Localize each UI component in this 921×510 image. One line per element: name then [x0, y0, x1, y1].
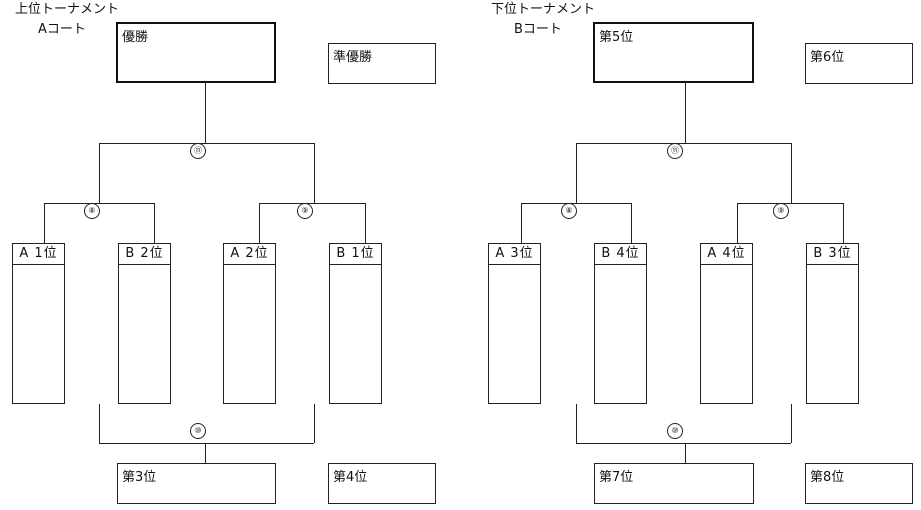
upper-team-name: A 2位 [224, 244, 275, 265]
lower-match-third-number: ⑩ [667, 423, 683, 439]
upper-semi-right-bar [259, 203, 365, 204]
lower-match-semi-right-number: ⑨ [773, 203, 789, 219]
lower-third-left-rise [576, 404, 577, 443]
lower-match-final-number: ⑪ [667, 143, 683, 159]
upper-runner-up-label: 準優勝 [333, 50, 373, 65]
upper-team-name: B 2位 [119, 244, 170, 265]
lower-semi-left-drop-a [521, 203, 522, 243]
lower-eighth-box: 第8位 [805, 463, 913, 504]
upper-third-bar [99, 443, 314, 444]
lower-third-stem [685, 443, 686, 463]
upper-final-stem [205, 83, 206, 143]
upper-match-semi-right-number: ⑨ [297, 203, 313, 219]
upper-semi-left-drop-a [44, 203, 45, 243]
upper-match-semi-left-number: ⑧ [84, 203, 100, 219]
lower-semi-right-drop-b [843, 203, 844, 243]
lower-semi-right-bar [737, 203, 843, 204]
lower-team-slot: A 3位 [488, 243, 541, 404]
upper-tournament-title: 上位トーナメント [15, 2, 120, 17]
upper-final-left-drop [99, 143, 100, 203]
upper-team-slot: B 2位 [118, 243, 171, 404]
upper-champion-label: 優勝 [122, 30, 149, 45]
lower-match-semi-left-number: ⑧ [561, 203, 577, 219]
lower-team-name: A 3位 [489, 244, 540, 265]
lower-seventh-label: 第7位 [599, 470, 634, 485]
lower-tournament-title: 下位トーナメント [491, 2, 596, 17]
lower-team-slot: B 4位 [594, 243, 647, 404]
lower-team-slot: A 4位 [700, 243, 753, 404]
lower-fifth-label: 第5位 [599, 30, 634, 45]
lower-semi-left-bar [521, 203, 631, 204]
lower-final-bar [576, 143, 791, 144]
lower-third-right-rise [791, 404, 792, 443]
upper-third-right-rise [314, 404, 315, 443]
upper-match-third-number: ⑩ [190, 423, 206, 439]
upper-semi-left-bar [44, 203, 154, 204]
lower-team-slot: B 3位 [806, 243, 859, 404]
lower-final-stem [685, 83, 686, 143]
upper-court-label: Aコート [38, 22, 86, 37]
upper-match-final-number: ⑪ [190, 143, 206, 159]
upper-fourth-box: 第4位 [328, 463, 436, 504]
upper-semi-right-drop-a [259, 203, 260, 243]
lower-semi-right-drop-a [737, 203, 738, 243]
upper-fourth-label: 第4位 [333, 470, 368, 485]
upper-third-box: 第3位 [117, 463, 276, 504]
lower-semi-left-drop-b [631, 203, 632, 243]
upper-semi-right-drop-b [365, 203, 366, 243]
upper-semi-left-drop-b [154, 203, 155, 243]
upper-team-slot: A 2位 [223, 243, 276, 404]
upper-team-name: A 1位 [13, 244, 64, 265]
lower-team-name: A 4位 [701, 244, 752, 265]
lower-final-right-drop [791, 143, 792, 203]
upper-runner-up-box: 準優勝 [328, 43, 436, 84]
lower-team-name: B 4位 [595, 244, 646, 265]
lower-sixth-box: 第6位 [805, 43, 913, 84]
upper-team-slot: A 1位 [12, 243, 65, 404]
upper-final-right-drop [314, 143, 315, 203]
upper-third-left-rise [99, 404, 100, 443]
lower-third-bar [576, 443, 791, 444]
upper-team-slot: B 1位 [329, 243, 382, 404]
upper-team-name: B 1位 [330, 244, 381, 265]
upper-third-label: 第3位 [122, 470, 157, 485]
lower-fifth-box: 第5位 [593, 22, 754, 83]
upper-third-stem [205, 443, 206, 463]
lower-seventh-box: 第7位 [594, 463, 754, 504]
upper-final-bar [99, 143, 314, 144]
lower-team-name: B 3位 [807, 244, 858, 265]
lower-eighth-label: 第8位 [810, 470, 845, 485]
lower-final-left-drop [576, 143, 577, 203]
upper-champion-box: 優勝 [116, 22, 276, 83]
lower-court-label: Bコート [514, 22, 562, 37]
lower-sixth-label: 第6位 [810, 50, 845, 65]
